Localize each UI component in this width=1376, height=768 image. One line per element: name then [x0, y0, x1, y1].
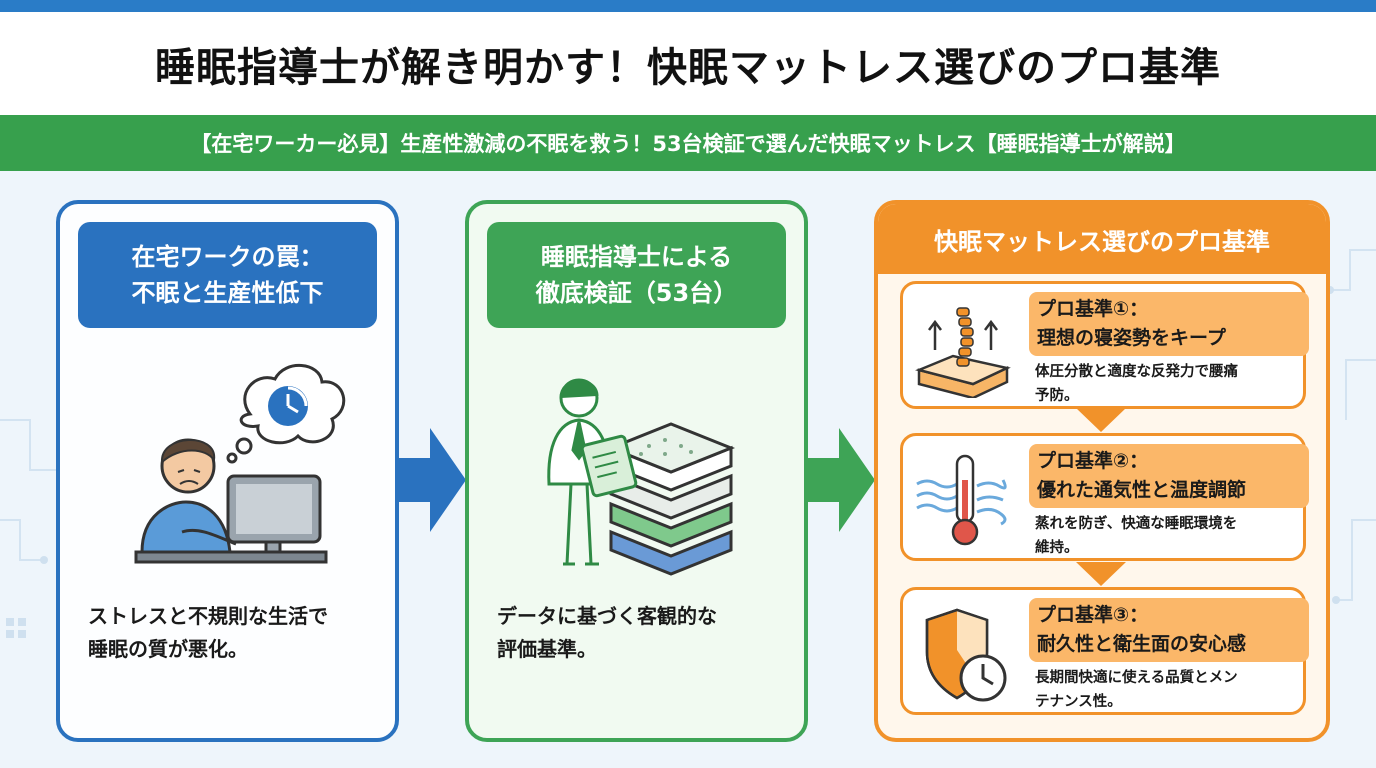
criterion-desc: 蒸れを防ぎ、快適な睡眠環境を 維持。: [1035, 512, 1301, 560]
panel-verification-text: データに基づく客観的な 評価基準。: [497, 600, 784, 666]
criterion-title: 理想の寝姿勢をキープ: [1037, 327, 1226, 349]
criterion-title: 優れた通気性と温度調節: [1037, 479, 1247, 501]
heading-line: 在宅ワークの罠：: [131, 243, 324, 271]
panel-criteria-heading: 快眠マットレス選びのプロ基準: [878, 204, 1326, 274]
text-line: 評価基準。: [497, 637, 597, 661]
tired-worker-at-computer-icon: [134, 363, 346, 564]
criterion-card: プロ基準②： 優れた通気性と温度調節 蒸れを防ぎ、快適な睡眠環境を 維持。: [900, 433, 1309, 561]
criteria-heading-text: 快眠マットレス選びのプロ基準: [934, 227, 1270, 256]
heading-line: 睡眠指導士による: [540, 243, 733, 271]
criterion-label: プロ基準③：: [1037, 604, 1149, 626]
text-line: ストレスと不規則な生活で: [88, 604, 328, 628]
panel-problem-text: ストレスと不規則な生活で 睡眠の質が悪化。: [88, 600, 375, 666]
text-line: 睡眠の質が悪化。: [88, 637, 248, 661]
panel-verification-heading: 睡眠指導士による 徹底検証（53台）: [487, 222, 786, 328]
desc-line: 長期間快適に使える品質とメン: [1035, 670, 1238, 686]
page-subtitle: 【在宅ワーカー必見】生産性激減の不眠を救う！53台検証で選んだ快眠マットレス【睡…: [190, 132, 1186, 156]
criterion-head: プロ基準③： 耐久性と衛生面の安心感: [1029, 598, 1309, 662]
page-title: 睡眠指導士が解き明かす！快眠マットレス選びのプロ基準: [155, 44, 1221, 91]
green-arrow-icon: [805, 428, 875, 532]
thermometer-airflow-icon: [916, 454, 1007, 546]
down-triangle-icon: [1076, 562, 1126, 586]
shield-clock-icon: [925, 608, 1007, 702]
panel-verification: 睡眠指導士による 徹底検証（53台） データに基づく客観的な 評価基準: [465, 200, 808, 742]
expert-with-mattress-stack-icon: [547, 378, 736, 576]
panel-problem-heading: 在宅ワークの罠： 不眠と生産性低下: [78, 222, 377, 328]
criterion-desc: 長期間快適に使える品質とメン テナンス性。: [1035, 666, 1301, 714]
blue-arrow-icon: [396, 428, 466, 532]
criterion-card: プロ基準③： 耐久性と衛生面の安心感 長期間快適に使える品質とメン テナンス性。: [900, 587, 1309, 715]
desc-line: テナンス性。: [1035, 694, 1122, 710]
heading-line: 不眠と生産性低下: [131, 279, 324, 307]
criterion-desc: 体圧分散と適度な反発力で腰痛 予防。: [1035, 360, 1301, 408]
criterion-label: プロ基準①：: [1037, 298, 1149, 320]
panel-criteria: 快眠マットレス選びのプロ基準 プロ基準①： 理想の寝姿勢をキープ 体圧分散と適度…: [874, 200, 1330, 742]
desc-line: 維持。: [1035, 540, 1079, 556]
heading-line: 徹底検証（53台）: [535, 279, 738, 307]
spine-on-mattress-icon: [915, 307, 1011, 398]
panel-problem: 在宅ワークの罠： 不眠と生産性低下 ストレスと不規則な生活で 睡眠の質が悪化。: [56, 200, 399, 742]
criterion-card: プロ基準①： 理想の寝姿勢をキープ 体圧分散と適度な反発力で腰痛 予防。: [900, 281, 1309, 409]
desc-line: 予防。: [1035, 388, 1079, 404]
desc-line: 体圧分散と適度な反発力で腰痛: [1035, 364, 1238, 380]
top-stripe: [0, 0, 1376, 12]
criterion-head: プロ基準①： 理想の寝姿勢をキープ: [1029, 292, 1309, 356]
text-line: データに基づく客観的な: [497, 604, 717, 628]
down-triangle-icon: [1076, 408, 1126, 432]
desc-line: 蒸れを防ぎ、快適な睡眠環境を: [1035, 516, 1238, 532]
subtitle-band: 【在宅ワーカー必見】生産性激減の不眠を救う！53台検証で選んだ快眠マットレス【睡…: [0, 115, 1376, 171]
criterion-title: 耐久性と衛生面の安心感: [1037, 633, 1247, 655]
criterion-head: プロ基準②： 優れた通気性と温度調節: [1029, 444, 1309, 508]
title-band: 睡眠指導士が解き明かす！快眠マットレス選びのプロ基準: [0, 12, 1376, 115]
criterion-label: プロ基準②：: [1037, 450, 1149, 472]
